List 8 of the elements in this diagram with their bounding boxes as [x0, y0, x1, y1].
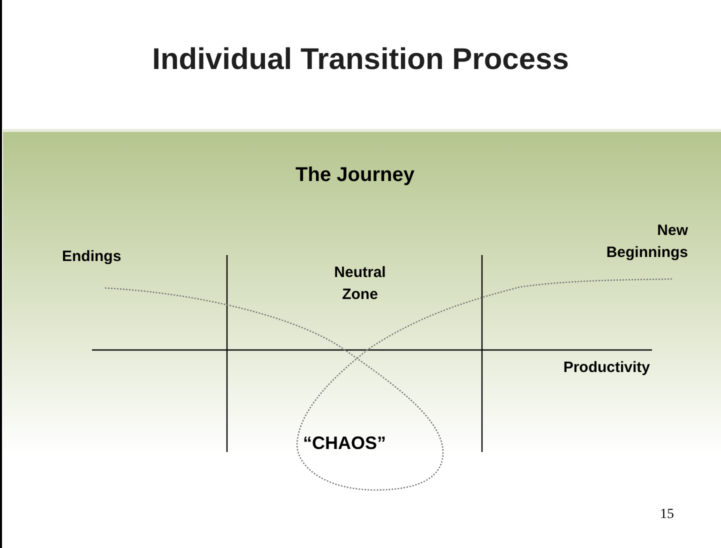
curve-label: “CHAOS”: [303, 432, 386, 454]
stage-label: Endings: [62, 247, 122, 267]
stage-label: New Beginnings: [605, 221, 688, 263]
slide-title: Individual Transition Process: [151, 42, 570, 78]
subtitle: The Journey: [294, 163, 416, 188]
axis-label: Productivity: [562, 358, 650, 378]
stage-label: Neutral Zone: [333, 263, 387, 305]
page-number: 15: [660, 506, 674, 524]
